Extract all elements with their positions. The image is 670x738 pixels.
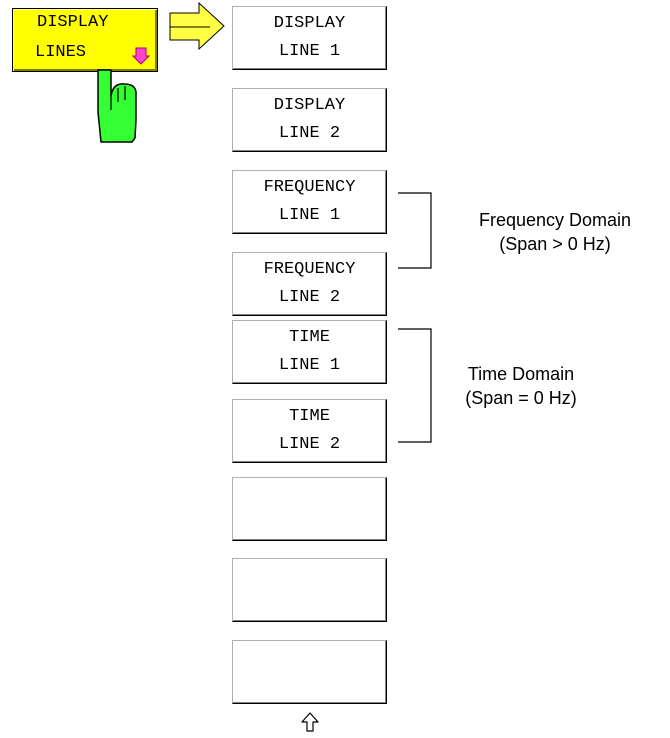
display-lines-label-1: DISPLAY [37,13,109,32]
frequency-bracket [398,192,432,269]
softkey-label: LINE 2 [278,288,341,307]
softkey-label: DISPLAY [273,96,346,115]
submenu-down-arrow-icon [132,47,150,65]
softkey-label: LINE 1 [278,42,341,61]
softkey-label: FREQUENCY [263,260,356,279]
softkey-frequency-line-2[interactable]: FREQUENCY LINE 2 [232,252,387,316]
time-domain-subtitle: (Span = 0 Hz) [465,388,577,408]
softkey-empty-2[interactable] [232,558,387,622]
softkey-label: LINE 1 [278,206,341,225]
softkey-label: TIME [289,328,330,347]
softkey-empty-1[interactable] [232,477,387,541]
softkey-display-line-1[interactable]: DISPLAY LINE 1 [232,6,387,70]
softkey-label: TIME [289,407,330,426]
frequency-domain-title: Frequency Domain [478,210,632,230]
display-lines-softkey[interactable]: DISPLAY LINES [12,8,158,72]
softkey-time-line-1[interactable]: TIME LINE 1 [232,320,387,384]
frequency-domain-subtitle: (Span > 0 Hz) [499,234,611,254]
time-domain-title: Time Domain [467,364,575,384]
softkey-label: LINE 1 [278,356,341,375]
softkey-empty-3[interactable] [232,640,387,704]
softkey-label: LINE 2 [278,124,341,143]
softkey-frequency-line-1[interactable]: FREQUENCY LINE 1 [232,170,387,234]
softkey-label: LINE 2 [278,435,341,454]
softkey-display-line-2[interactable]: DISPLAY LINE 2 [232,88,387,152]
up-arrow-icon[interactable] [300,711,320,735]
softkey-label: FREQUENCY [263,178,356,197]
time-domain-label: Time Domain (Span = 0 Hz) [446,362,596,410]
softkey-label: DISPLAY [273,14,346,33]
display-lines-label-2: LINES [35,43,87,62]
softkey-time-line-2[interactable]: TIME LINE 2 [232,399,387,463]
frequency-domain-label: Frequency Domain (Span > 0 Hz) [446,208,664,256]
time-bracket [398,328,432,443]
